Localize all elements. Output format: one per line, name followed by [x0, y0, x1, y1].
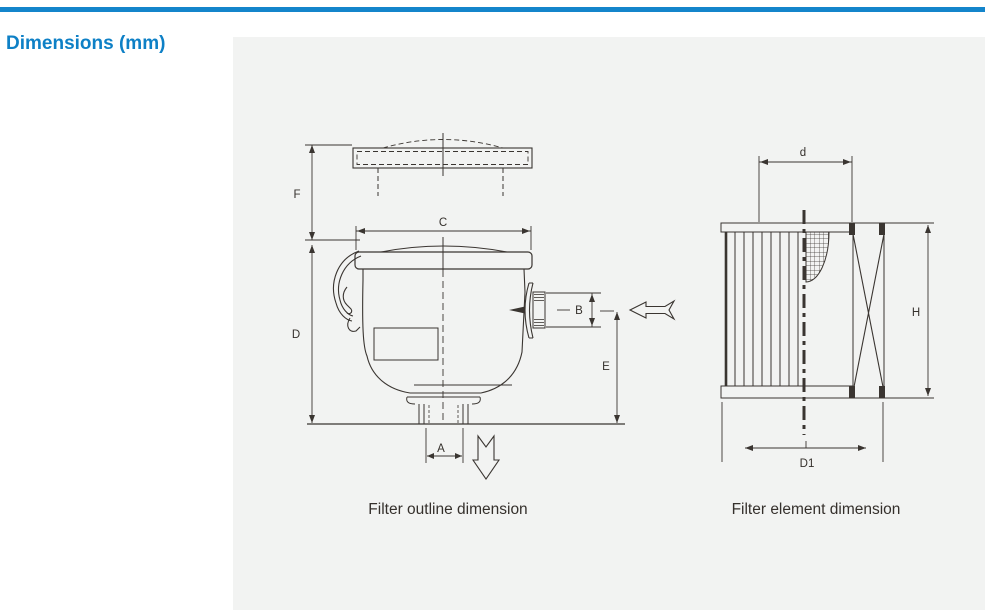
- dim-H: H: [912, 225, 931, 396]
- dim-label-d: d: [800, 147, 806, 159]
- filter-housing-body: [354, 237, 533, 424]
- flow-down-arrow-icon: [471, 434, 501, 480]
- dim-label-D1: D1: [800, 458, 815, 470]
- dim-d: d: [758, 147, 853, 222]
- outline-caption: Filter outline dimension: [368, 501, 527, 518]
- dim-label-A: A: [437, 443, 445, 455]
- element-caption: Filter element dimension: [732, 501, 901, 518]
- dim-label-E: E: [602, 361, 610, 373]
- clamp-latch: [332, 250, 362, 332]
- flow-in-arrow-icon: [628, 299, 676, 321]
- dim-label-B: B: [575, 305, 583, 317]
- filter-element-drawing: d: [720, 147, 934, 518]
- dim-E: E: [602, 312, 620, 423]
- top-accent-rule: [0, 7, 985, 12]
- dim-D1: D1: [721, 402, 884, 470]
- mesh-cutaway: [805, 231, 830, 283]
- filter-element-body: [720, 210, 934, 435]
- page-title: Dimensions (mm): [6, 33, 166, 54]
- filter-outline-drawing: F C: [292, 133, 676, 518]
- dim-C: C: [355, 217, 532, 250]
- dim-A: A: [425, 428, 464, 463]
- outer-support: [849, 223, 885, 398]
- housing-label-plate: [373, 327, 439, 361]
- dim-B: B: [546, 292, 601, 328]
- port-centerline-arrow: [509, 306, 525, 314]
- inlet-port: [509, 282, 614, 339]
- filter-lid: [352, 133, 533, 196]
- dim-D: D: [292, 245, 315, 423]
- dim-label-C: C: [439, 217, 447, 229]
- dim-label-F: F: [293, 189, 300, 201]
- pleats: [724, 232, 799, 386]
- dim-label-D: D: [292, 329, 300, 341]
- dim-label-H: H: [912, 307, 920, 319]
- dim-F: F: [293, 144, 360, 241]
- diagram-panel: [233, 37, 985, 610]
